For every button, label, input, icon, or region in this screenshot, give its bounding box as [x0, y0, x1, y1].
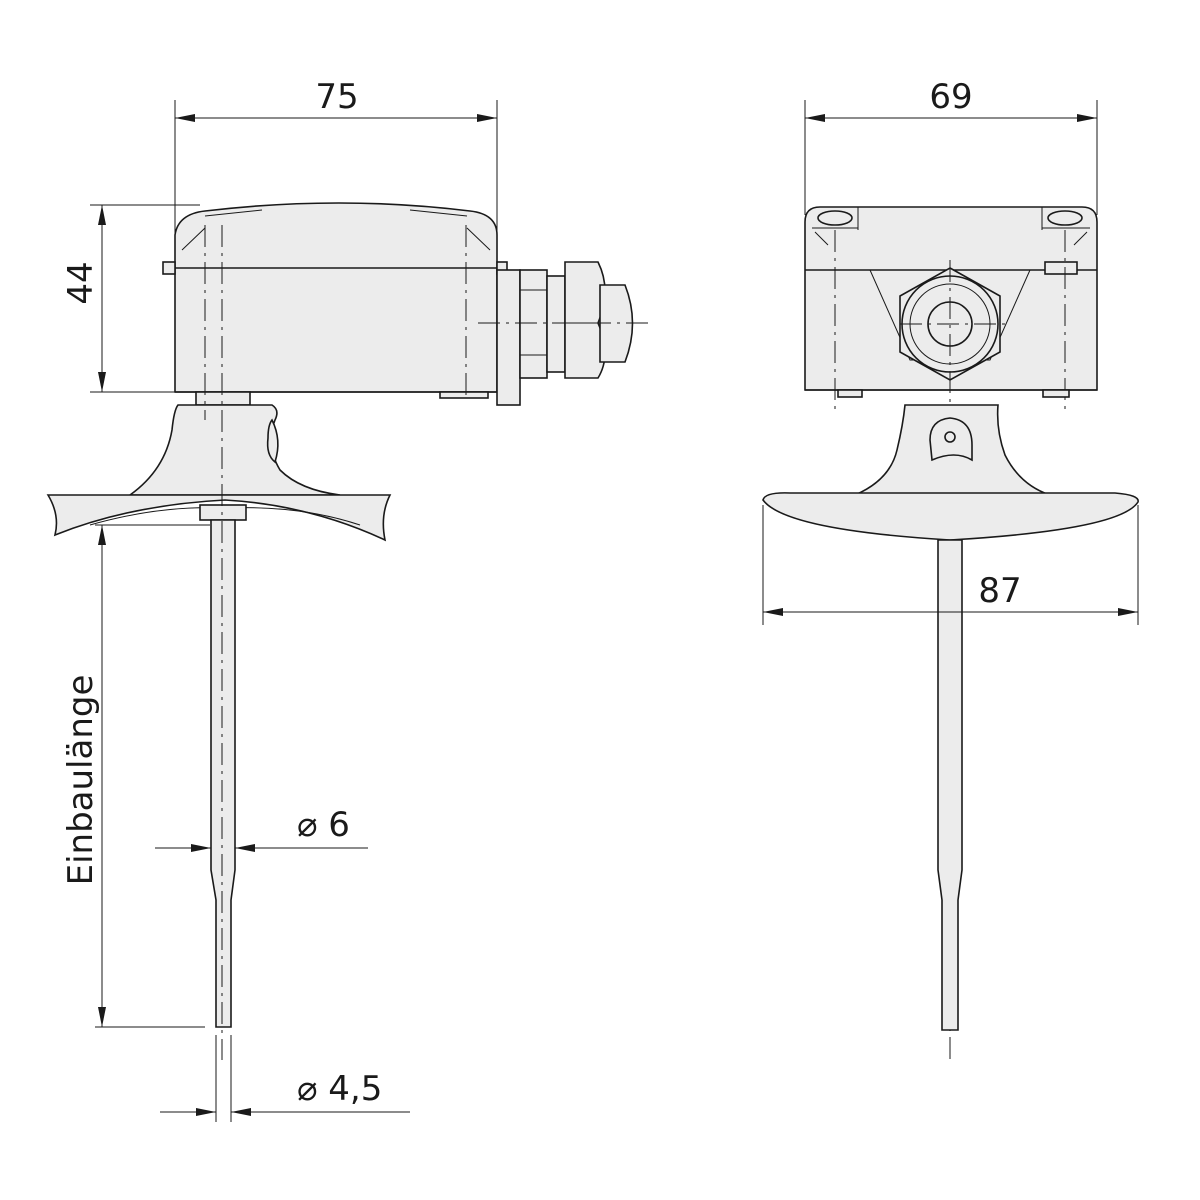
cable-gland — [496, 261, 634, 406]
insertion-length-label: Einbaulänge — [61, 675, 101, 886]
housing-side — [174, 202, 498, 393]
stem-diameter-label: ⌀ 6 — [297, 805, 350, 845]
dimension-width-69: 69 — [929, 77, 972, 117]
dimension-height-44: 44 — [61, 261, 101, 304]
side-view: 75 44 Einbaulänge ⌀ 6 ⌀ 4,5 — [46, 77, 650, 1122]
probe-stem-front — [937, 539, 963, 1031]
front-view: 69 87 — [762, 77, 1139, 1060]
dimension-flange-87: 87 — [978, 571, 1021, 611]
mounting-flange-side — [46, 391, 392, 542]
tip-diameter-label: ⌀ 4,5 — [297, 1069, 382, 1109]
dimension-width-75: 75 — [315, 77, 358, 117]
probe-stem-side — [210, 519, 236, 1028]
